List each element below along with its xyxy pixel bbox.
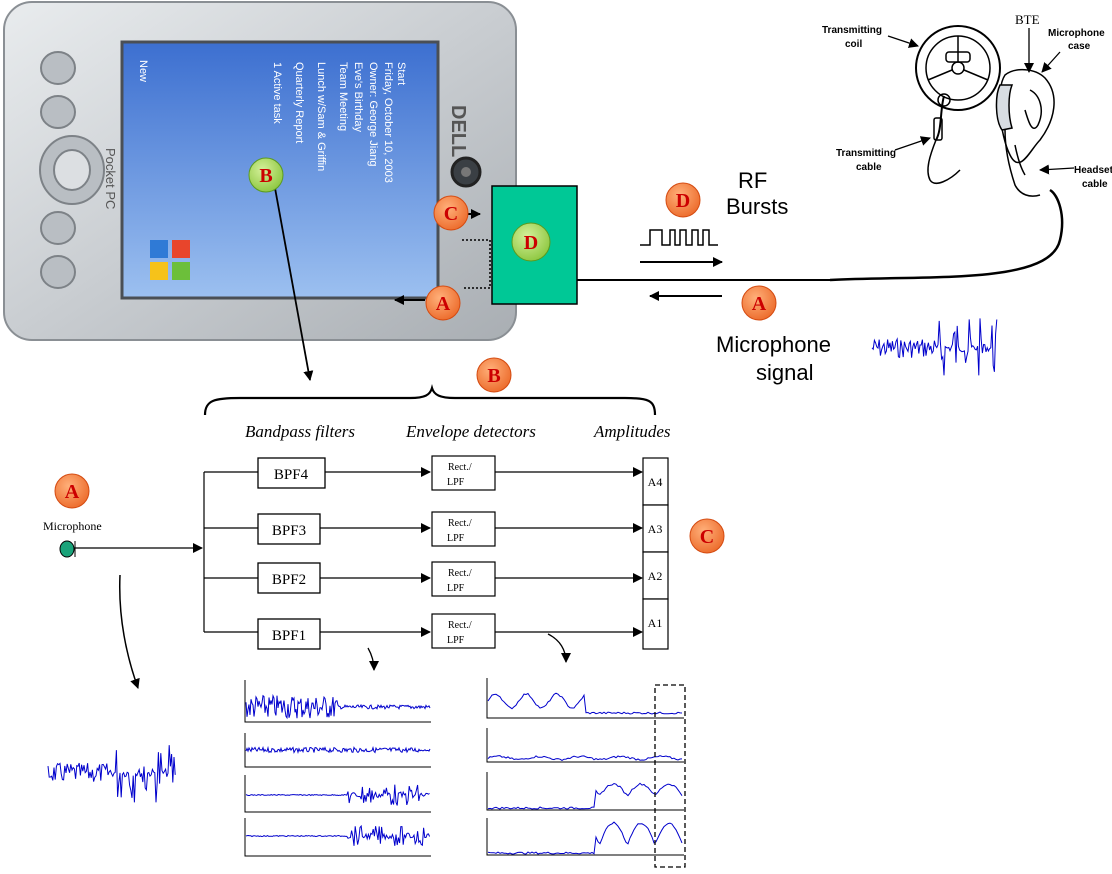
env4-trace	[487, 692, 683, 715]
bpf4-trace	[245, 693, 431, 720]
screen-line: 1 Active task	[271, 62, 283, 124]
windows-logo-icon	[150, 240, 190, 280]
env1-trace	[487, 821, 683, 855]
svg-text:D: D	[524, 232, 538, 254]
heading-amplitudes: Amplitudes	[593, 422, 671, 441]
badge-b: B	[248, 157, 284, 193]
bpf-box: BPF3	[257, 513, 321, 545]
headset-labels: Transmitting coil BTE Microphone case Tr…	[822, 12, 1112, 190]
bpf3-trace	[245, 745, 431, 755]
rect-lpf-box: Rect./ LPF	[431, 613, 496, 649]
screen-line: Owner: George Jiang	[367, 62, 379, 167]
device-buttons	[39, 51, 105, 289]
amplitude-label: A3	[648, 522, 663, 536]
badge-d: D	[511, 222, 551, 262]
waveform-trace	[871, 318, 998, 376]
microphone-label: Microphone	[43, 519, 102, 533]
bpf-label: BPF3	[272, 523, 306, 539]
screen-line: Lunch w/Sam & Griffin	[315, 62, 327, 171]
rect-lpf-box: Rect./ LPF	[431, 455, 496, 491]
env3-trace	[487, 755, 683, 761]
label-bte: BTE	[1015, 12, 1040, 27]
rect-lpf-box: Rect./ LPF	[431, 511, 496, 547]
screen-line: Quarterly Report	[293, 62, 305, 143]
badge-a: A	[425, 285, 461, 321]
screen-menu: New	[137, 60, 149, 82]
screen-line: Team Meeting	[337, 62, 349, 131]
label-headset-cable: Headset	[1074, 165, 1112, 176]
microphone-signal-waveform	[871, 318, 998, 376]
amplitude-label: A1	[648, 616, 663, 630]
selected-frame-box	[654, 684, 686, 868]
microphone-icon	[59, 540, 75, 558]
badge-c: C	[433, 195, 469, 231]
bpf-label: BPF1	[272, 628, 306, 644]
rf-label-line2: Bursts	[726, 194, 788, 219]
mic-signal-line2: signal	[756, 360, 813, 385]
svg-text:C: C	[700, 526, 714, 548]
svg-text:LPF: LPF	[447, 583, 465, 594]
amplitude-label: A4	[648, 475, 663, 489]
mic-signal-line1: Microphone	[716, 332, 831, 357]
heading-bandpass-filters: Bandpass filters	[245, 422, 355, 441]
label-transmitting-coil-2: coil	[845, 39, 862, 50]
svg-text:Rect./: Rect./	[448, 568, 472, 579]
stage-brace	[203, 384, 657, 416]
envelope-plots	[486, 678, 684, 856]
bpf-label: BPF2	[272, 572, 306, 588]
svg-text:LPF: LPF	[447, 477, 465, 488]
svg-text:B: B	[259, 165, 272, 187]
label-transmitting-cable: Transmitting	[836, 148, 896, 159]
screen-line: Eve's Birthday	[352, 62, 364, 132]
headset-illustration	[915, 25, 1055, 197]
svg-text:D: D	[676, 190, 690, 212]
badge-c: C	[689, 518, 725, 554]
label-microphone-case: Microphone	[1048, 28, 1105, 39]
screen-line: Friday, October 10, 2003	[382, 62, 394, 183]
waveform-trace	[47, 745, 176, 803]
bpf-box: BPF1	[257, 618, 321, 650]
rf-burst-signal	[640, 229, 718, 246]
svg-text:LPF: LPF	[447, 635, 465, 646]
device-brand: DELL	[447, 105, 469, 157]
svg-text:C: C	[444, 203, 458, 225]
svg-text:A: A	[752, 293, 767, 315]
filter-bank	[203, 467, 643, 637]
device-side-label: Pocket PC	[103, 148, 118, 209]
badge-d: D	[665, 182, 701, 218]
svg-text:B: B	[487, 365, 500, 387]
screen-start: Start	[395, 62, 407, 85]
svg-text:Rect./: Rect./	[448, 518, 472, 529]
label-microphone-case-2: case	[1068, 41, 1091, 52]
rect-lpf-box: Rect./ LPF	[431, 561, 496, 597]
rf-label-line1: RF	[738, 168, 767, 193]
bpf1-trace	[245, 824, 431, 847]
bandpass-output-plots	[244, 680, 431, 857]
svg-text:A: A	[436, 293, 451, 315]
label-transmitting-cable-2: cable	[856, 162, 882, 173]
amplitude-stack	[642, 457, 669, 650]
input-waveform-plot	[47, 745, 176, 803]
device-screen-text: Start Friday, October 10, 2003 Owner: Ge…	[137, 60, 407, 183]
env2-trace	[487, 782, 683, 810]
badge-a: A	[741, 285, 777, 321]
svg-text:Rect./: Rect./	[448, 620, 472, 631]
bpf2-trace	[245, 784, 430, 806]
bpf-box: BPF4	[257, 457, 326, 489]
svg-text:LPF: LPF	[447, 533, 465, 544]
bpf-box: BPF2	[257, 562, 321, 594]
badge-b: B	[476, 357, 512, 393]
label-transmitting-coil: Transmitting	[822, 25, 882, 36]
badge-a: A	[54, 473, 90, 509]
svg-text:Rect./: Rect./	[448, 462, 472, 473]
heading-envelope-detectors: Envelope detectors	[405, 422, 536, 441]
amplitude-label: A2	[648, 569, 663, 583]
svg-text:A: A	[65, 481, 80, 503]
label-headset-cable-2: cable	[1082, 179, 1108, 190]
bpf-label: BPF4	[274, 467, 309, 483]
